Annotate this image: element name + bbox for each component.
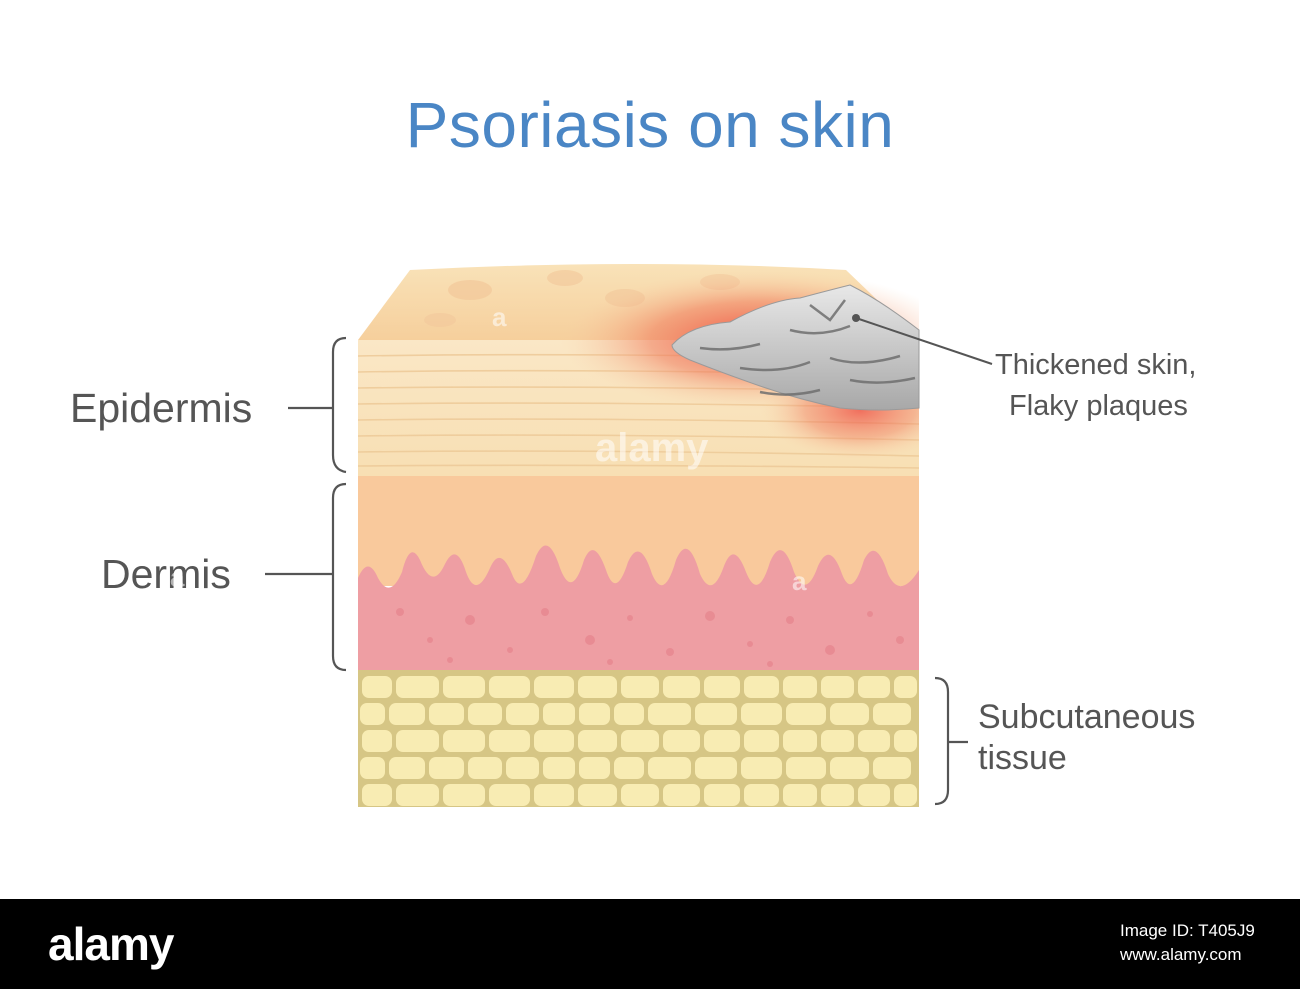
fat-cell [489, 730, 530, 752]
footer-brand-logo: alamy [48, 918, 174, 970]
fat-cell [894, 784, 917, 806]
fat-cell [443, 730, 485, 752]
fat-cell [744, 676, 779, 698]
fat-cell [468, 757, 502, 779]
fat-cell [621, 784, 659, 806]
fat-cell [468, 703, 502, 725]
footer-image-id: Image ID: T405J9 [1120, 921, 1255, 940]
fat-cell [489, 676, 530, 698]
fat-cell [704, 730, 740, 752]
fat-cell [362, 676, 392, 698]
dermis-bracket [265, 482, 347, 672]
subcutaneous-layer [358, 670, 919, 807]
fat-cell [443, 676, 485, 698]
epidermis-label: Epidermis [70, 385, 253, 431]
fat-cell [579, 757, 610, 779]
fat-cell [648, 757, 691, 779]
fat-cell [663, 784, 700, 806]
subcutaneous-label: Subcutaneous tissue [978, 697, 1195, 779]
fat-cell [360, 757, 385, 779]
plaque-label-line1: Thickened skin, [995, 349, 1197, 381]
fat-cell [741, 703, 782, 725]
fat-cell [614, 703, 644, 725]
fat-cell [821, 676, 854, 698]
fat-cell [894, 730, 917, 752]
dermis-label: Dermis [101, 551, 231, 597]
fat-cell [830, 757, 869, 779]
fat-cell [663, 730, 700, 752]
fat-cell [858, 784, 890, 806]
fat-cell [543, 757, 575, 779]
fat-cell [443, 784, 485, 806]
fat-cell [621, 676, 659, 698]
watermark-small-2: a [792, 566, 807, 596]
fat-cell [506, 757, 539, 779]
fat-cell [389, 757, 425, 779]
fat-cell [506, 703, 539, 725]
fat-cell [362, 730, 392, 752]
fat-cell [821, 784, 854, 806]
subcutaneous-label-line2: tissue [978, 739, 1067, 777]
fat-cell [704, 784, 740, 806]
fat-cell [704, 676, 740, 698]
page-title: Psoriasis on skin [405, 89, 895, 161]
footer-meta: Image ID: T405J9 www.alamy.com [1120, 919, 1270, 967]
fat-cell [648, 703, 691, 725]
fat-cell [360, 703, 385, 725]
fat-cell [695, 757, 737, 779]
fat-cell [429, 703, 464, 725]
fat-cell [873, 703, 911, 725]
fat-cell [396, 676, 439, 698]
fat-cell [894, 676, 917, 698]
fat-cell [741, 757, 782, 779]
fat-cell [534, 784, 574, 806]
fat-cell [534, 730, 574, 752]
fat-cell [396, 784, 439, 806]
fat-cell [786, 703, 826, 725]
fat-cell [783, 676, 817, 698]
watermark-center: alamy [595, 426, 709, 470]
footer-bar: alamy Image ID: T405J9 www.alamy.com [0, 899, 1300, 989]
fat-cell [614, 757, 644, 779]
fat-cell [821, 730, 854, 752]
footer-site: www.alamy.com [1120, 945, 1242, 964]
fat-cell [429, 757, 464, 779]
fat-cell [786, 757, 826, 779]
subcutaneous-label-line1: Subcutaneous [978, 698, 1196, 736]
fat-cell [744, 784, 779, 806]
fat-cell [873, 757, 911, 779]
fat-cell [578, 730, 617, 752]
fat-cell [744, 730, 779, 752]
fat-cell [389, 703, 425, 725]
fat-cell [783, 784, 817, 806]
fat-cell [858, 676, 890, 698]
fat-cell [621, 730, 659, 752]
fat-cell [830, 703, 869, 725]
watermark-small-3: a [170, 562, 185, 592]
fat-cell [695, 703, 737, 725]
fat-cell [396, 730, 439, 752]
fat-cell [543, 703, 575, 725]
plaque-label: Thickened skin, Flaky plaques [995, 345, 1197, 427]
fat-cell [858, 730, 890, 752]
fat-cell [578, 676, 617, 698]
plaque-pointer [852, 314, 993, 365]
fat-cell [489, 784, 530, 806]
epidermis-bracket [288, 336, 347, 474]
fat-cell [579, 703, 610, 725]
dermis-layer [358, 476, 919, 670]
subcutaneous-bracket [934, 676, 968, 806]
watermark-small-1: a [492, 302, 507, 332]
fat-cell [534, 676, 574, 698]
fat-cell [783, 730, 817, 752]
fat-cell [663, 676, 700, 698]
plaque-label-line2: Flaky plaques [1009, 390, 1188, 422]
fat-cell [362, 784, 392, 806]
fat-cell [578, 784, 617, 806]
